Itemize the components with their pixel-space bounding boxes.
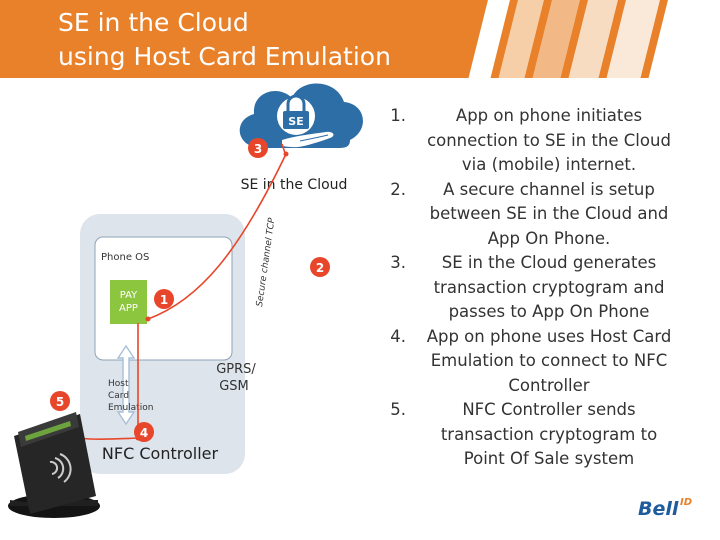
hce-arrow: [116, 344, 136, 426]
steps-list: 1. App on phone initiates connection to …: [376, 104, 676, 472]
step-number: 2.: [390, 179, 406, 199]
step-text: App on phone initiates connection to SE …: [427, 106, 671, 174]
lock-icon: SE: [277, 94, 315, 135]
step-number: 3.: [390, 253, 406, 272]
marker-label: 5: [56, 395, 64, 409]
step-number: 4.: [390, 326, 406, 346]
gprs-label-1: GPRS/: [216, 362, 256, 377]
step-item-1: 1. App on phone initiates connection to …: [376, 104, 676, 178]
title-line-2: using Host Card Emulation: [58, 42, 391, 71]
step-text: NFC Controller sends transaction cryptog…: [440, 400, 658, 468]
se-cloud-label: SE in the Cloud: [241, 177, 348, 193]
step-marker-5: 5: [50, 391, 70, 411]
step-marker-3: 3: [248, 138, 268, 158]
logo-sup-text: ID: [680, 497, 692, 508]
contactless-icon: [49, 453, 72, 483]
step-text: SE in the Cloud generates transaction cr…: [433, 253, 665, 321]
gprs-label-2: GSM: [219, 379, 249, 394]
secure-channel-label: Secure channel TCP: [255, 217, 277, 308]
step-item-5: 5. NFC Controller sends transaction cryp…: [376, 398, 676, 472]
step-item-2: 2. A secure channel is setup between SE …: [376, 178, 676, 252]
step-item-3: 3. SE in the Cloud generates transaction…: [376, 251, 676, 325]
hand-icon: [282, 131, 334, 148]
nfc-controller-label: NFC Controller: [102, 444, 219, 463]
nfc-reader-icon: [8, 412, 100, 518]
marker-label: 1: [160, 293, 168, 307]
hce-label-1: Host: [108, 379, 129, 389]
pay-app-label-1: PAY: [120, 290, 138, 301]
logo-text: Bell: [638, 498, 679, 520]
page-title: SE in the Cloud using Host Card Emulatio…: [58, 6, 391, 74]
pay-app-label-2: APP: [119, 303, 138, 314]
phone-os-label: Phone OS: [101, 252, 149, 263]
marker-label: 4: [140, 426, 148, 440]
step-marker-2: 2: [310, 257, 330, 277]
step-number: 5.: [390, 400, 406, 419]
step-item-4: 4. App on phone uses Host Card Emulation…: [376, 325, 676, 399]
hce-label-2: Card: [108, 391, 129, 401]
bellid-logo: Bell ID: [638, 497, 692, 520]
step-marker-1: 1: [154, 289, 174, 309]
marker-label: 2: [316, 261, 324, 275]
pay-app[interactable]: [110, 280, 147, 324]
step-text: A secure channel is setup between SE in …: [429, 179, 669, 248]
title-line-1: SE in the Cloud: [58, 8, 249, 37]
step-marker-4: 4: [134, 422, 154, 442]
step-text: App on phone uses Host Card Emulation to…: [426, 326, 672, 395]
step-number: 1.: [390, 106, 406, 125]
marker-label: 3: [254, 142, 262, 156]
header-banner: SE in the Cloud using Host Card Emulatio…: [0, 0, 720, 78]
se-badge-text: SE: [288, 115, 303, 128]
hce-label-3: Emulation: [108, 403, 153, 413]
